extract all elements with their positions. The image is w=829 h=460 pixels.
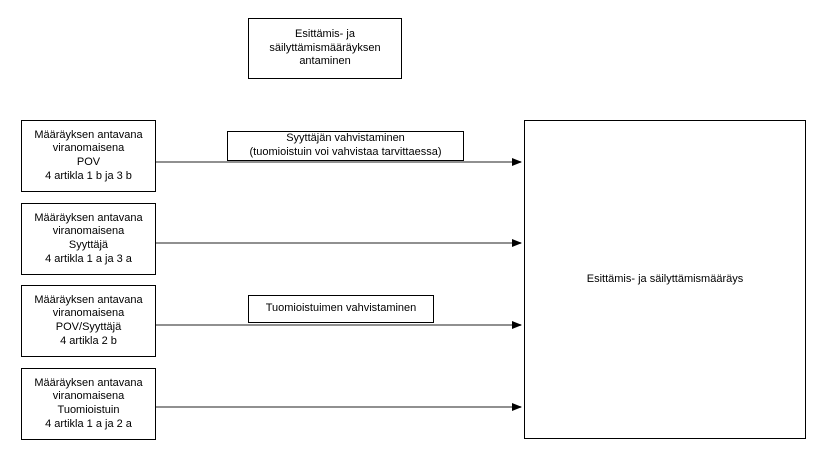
node-label-syyttajan-vahvistaminen-text: Syyttäjän vahvistaminen (tuomioistuin vo… (249, 132, 442, 158)
node-source-tuomioistuin: Määräyksen antavana viranomaisena Tuomio… (21, 368, 156, 440)
node-source-syyttaja-label: Määräyksen antavana viranomaisena Syyttä… (34, 211, 143, 265)
node-source-pov-syyttaja: Määräyksen antavana viranomaisena POV/Sy… (21, 285, 156, 357)
node-order-issuance: Esittämis- ja säilyttämismääräyksen anta… (248, 18, 402, 79)
node-result-order-label: Esittämis- ja säilyttämismääräys (586, 272, 744, 285)
node-source-syyttaja: Määräyksen antavana viranomaisena Syyttä… (21, 203, 156, 275)
node-source-tuomioistuin-label: Määräyksen antavana viranomaisena Tuomio… (34, 376, 143, 430)
node-label-tuomioistuimen-vahvistaminen: Tuomioistuimen vahvistaminen (248, 295, 434, 323)
node-order-issuance-label: Esittämis- ja säilyttämismääräyksen anta… (269, 27, 381, 68)
node-label-syyttajan-vahvistaminen: Syyttäjän vahvistaminen (tuomioistuin vo… (227, 131, 464, 161)
node-source-pov: Määräyksen antavana viranomaisena POV 4 … (21, 120, 156, 192)
node-result-order: Esittämis- ja säilyttämismääräys (524, 120, 806, 439)
node-source-pov-syyttaja-label: Määräyksen antavana viranomaisena POV/Sy… (34, 293, 143, 347)
node-source-pov-label: Määräyksen antavana viranomaisena POV 4 … (34, 128, 143, 182)
node-label-tuomioistuimen-vahvistaminen-text: Tuomioistuimen vahvistaminen (265, 302, 417, 315)
